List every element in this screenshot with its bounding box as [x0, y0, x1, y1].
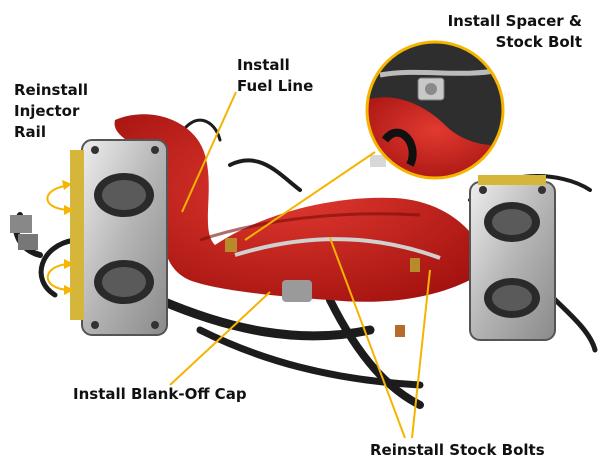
- callout-install-spacer-stock-bolt: Install Spacer & Stock Bolt: [448, 11, 582, 53]
- fuel-line: [234, 237, 441, 260]
- callout-line: Install Spacer &: [447, 12, 582, 30]
- connectors: [10, 155, 420, 337]
- leader-fuel-line: [181, 91, 237, 213]
- callout-line: Fuel Line: [237, 77, 314, 95]
- intake-manifold: [114, 114, 471, 302]
- arrow-lower-injector: [46, 263, 69, 291]
- callout-reinstall-injector-rail: Reinstall Injector Rail: [14, 80, 88, 143]
- leader-stock-bolt-2: [411, 269, 431, 439]
- callout-install-fuel-line: Install Fuel Line: [237, 55, 313, 97]
- inset-magnifier: [365, 40, 505, 180]
- leader-blank-off-cap: [169, 291, 271, 386]
- arrow-upper-injector: [46, 185, 69, 211]
- callout-reinstall-stock-bolts: Reinstall Stock Bolts: [370, 441, 545, 459]
- callout-line: Rail: [14, 123, 46, 141]
- left-throttle-bodies: [70, 139, 168, 336]
- arrow-heads: [62, 180, 74, 295]
- callout-line: Stock Bolt: [495, 33, 582, 51]
- right-throttle-bodies: [469, 175, 556, 341]
- leader-stock-bolt-1: [329, 237, 406, 439]
- callout-line: Reinstall: [14, 81, 89, 99]
- callout-line: Install: [237, 56, 290, 74]
- leader-lines: [46, 91, 431, 439]
- leader-spacer: [244, 151, 376, 241]
- callout-install-blank-off-cap: Install Blank-Off Cap: [73, 385, 247, 403]
- callout-line: Injector: [14, 102, 80, 120]
